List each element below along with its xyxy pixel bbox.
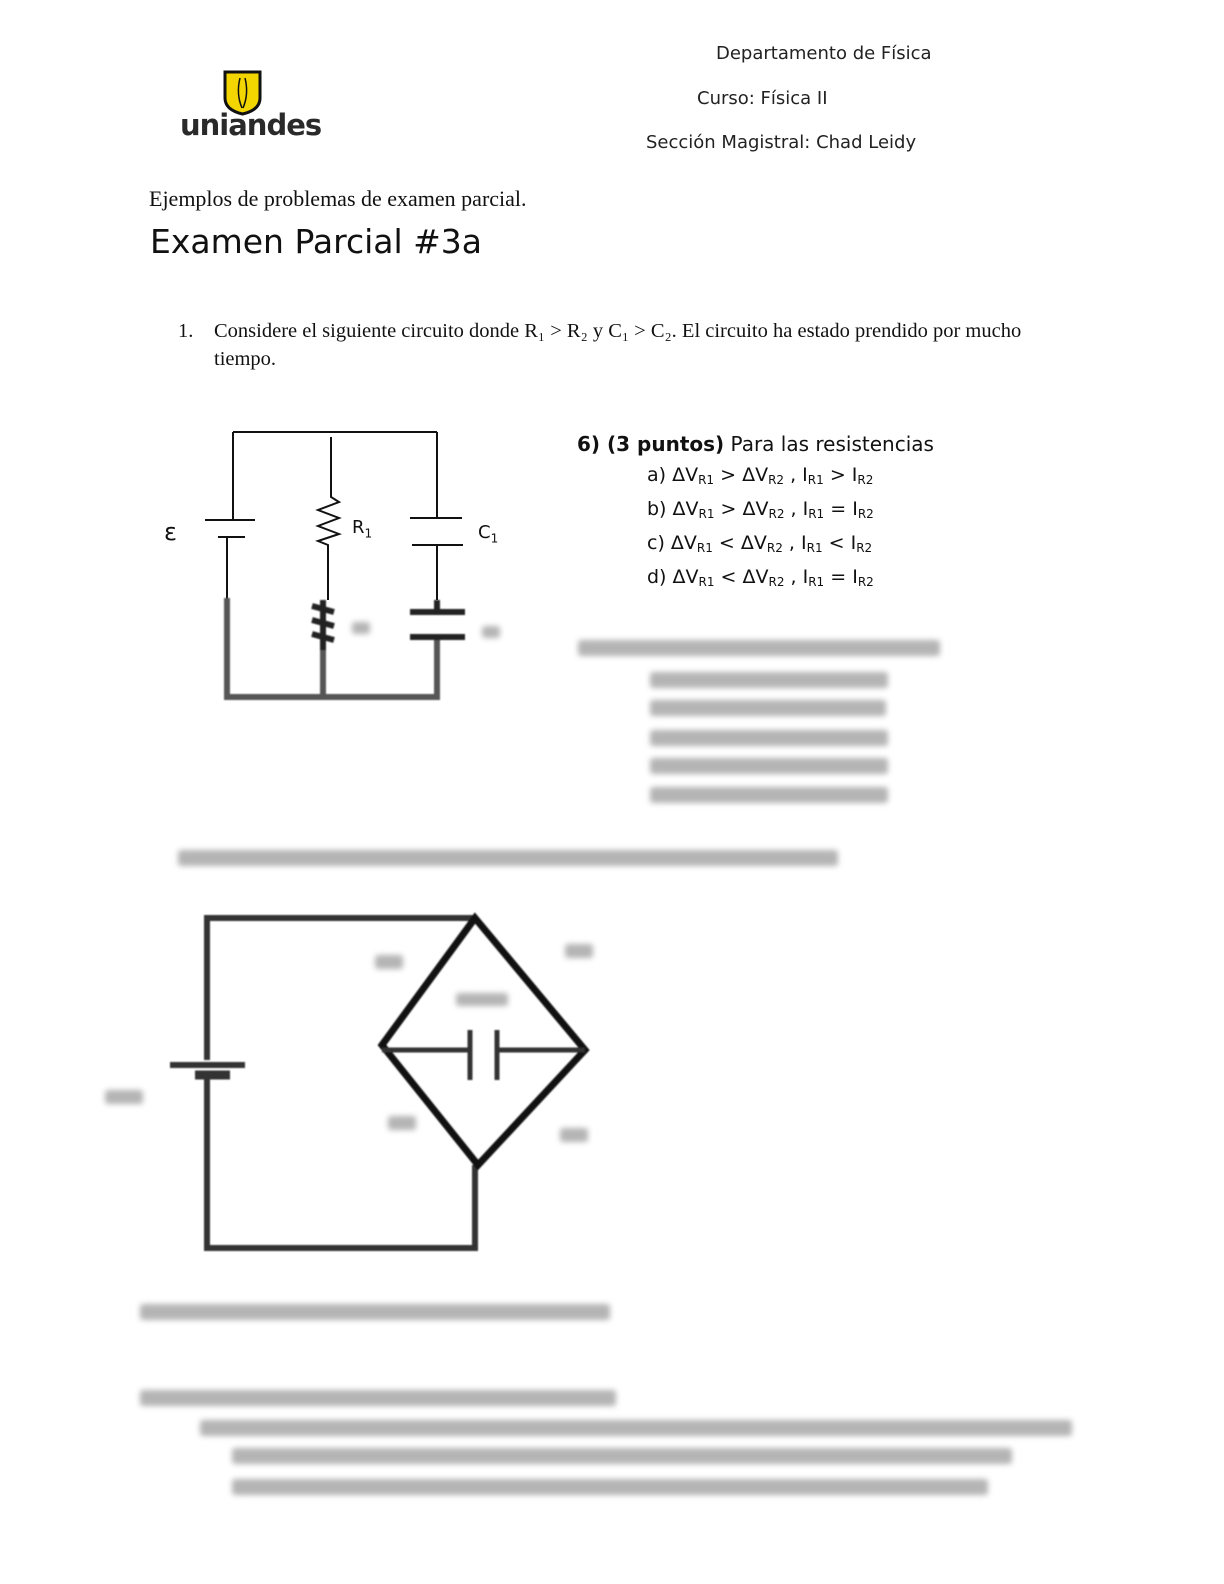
blurred-question-2	[178, 850, 838, 866]
option-subscript: R1	[696, 541, 713, 555]
blurred-voltage-label	[105, 1090, 143, 1104]
option-subscript: R1	[806, 541, 823, 555]
answer-option: b) ΔVR1 > ΔVR2 , IR1 = IR2	[647, 495, 874, 529]
option-subscript: R2	[857, 575, 874, 589]
option-text: , I	[784, 498, 809, 520]
r1-sub: 1	[364, 526, 373, 541]
emf-label: ε	[164, 518, 177, 546]
option-text: , I	[782, 532, 807, 554]
blurred-text	[200, 1420, 1072, 1436]
answer-option: a) ΔVR1 > ΔVR2 , IR1 > IR2	[647, 461, 874, 495]
shield-icon	[223, 70, 262, 116]
option-text: < ΔV	[714, 566, 769, 588]
department: Departamento de Física	[716, 43, 932, 64]
blurred-option	[650, 730, 888, 746]
option-subscript: R1	[807, 473, 824, 487]
wire	[204, 915, 478, 1251]
blurred-resistor-label	[565, 944, 593, 958]
option-subscript: R1	[698, 473, 715, 487]
option-subscript: R1	[808, 575, 825, 589]
option-text: d) ΔV	[647, 566, 699, 588]
c1-letter: C	[478, 522, 491, 543]
answer-option: d) ΔVR1 < ΔVR2 , IR1 = IR2	[647, 563, 874, 597]
blurred-option	[650, 700, 886, 716]
course: Curso: Física II	[697, 88, 828, 109]
option-subscript: R2	[856, 541, 873, 555]
option-text: , I	[784, 566, 809, 588]
option-subscript: R2	[768, 507, 785, 521]
blurred-text	[232, 1448, 1012, 1464]
question-number: 1.	[178, 320, 194, 342]
r1-label: R1	[352, 517, 372, 541]
option-text: = I	[824, 566, 858, 588]
blurred-option	[650, 672, 888, 688]
r1-letter: R	[352, 517, 365, 538]
c1-label: C1	[478, 522, 498, 546]
question-6-points: 6) (3 puntos)	[577, 432, 725, 456]
bottom-wire	[224, 598, 440, 700]
blurred-text	[232, 1479, 988, 1495]
blurred-option	[650, 758, 888, 774]
answer-option: c) ΔVR1 < ΔVR2 , IR1 < IR2	[647, 529, 874, 563]
capacitor-c1-symbol	[410, 432, 463, 600]
uniandes-logo: uniandes	[180, 68, 322, 143]
option-text: < ΔV	[712, 532, 767, 554]
question-6: 6) (3 puntos) Para las resistencias	[577, 432, 934, 456]
option-subscript: R2	[768, 473, 785, 487]
option-subscript: R2	[768, 575, 785, 589]
option-subscript: R2	[766, 541, 783, 555]
resistor-bridge	[377, 912, 590, 1171]
capacitor-c2-symbol	[410, 600, 465, 640]
option-subscript: R2	[857, 507, 874, 521]
blurred-resistor-label	[560, 1128, 588, 1142]
blurred-resistor-label	[375, 955, 403, 969]
question-1: 1. Considere el siguiente circuito donde…	[178, 317, 1078, 373]
section: Sección Magistral: Chad Leidy	[646, 132, 917, 153]
option-subscript: R1	[698, 507, 715, 521]
question-6-text: Para las resistencias	[724, 432, 934, 456]
option-subscript: R1	[698, 575, 715, 589]
c2-label-blurred	[482, 626, 500, 638]
option-text: , I	[784, 464, 808, 486]
option-text: a) ΔV	[647, 464, 699, 486]
option-text: c) ΔV	[647, 532, 697, 554]
blurred-question-7	[578, 640, 940, 656]
option-subscript: R2	[857, 473, 874, 487]
option-text: > ΔV	[714, 498, 769, 520]
blurred-resistor-label	[388, 1116, 416, 1130]
question-text: Considere el siguiente circuito donde R₁…	[214, 320, 1022, 370]
c1-sub: 1	[490, 531, 499, 546]
battery-symbol	[205, 432, 255, 600]
option-text: > I	[823, 464, 858, 486]
r2-label-blurred	[352, 622, 370, 634]
logo-text: uniandes	[180, 108, 322, 142]
option-text: > ΔV	[714, 464, 769, 486]
resistor-r2-symbol	[311, 600, 335, 650]
option-text: b) ΔV	[647, 498, 699, 520]
page-title: Examen Parcial #3a	[150, 222, 482, 261]
option-text: = I	[824, 498, 858, 520]
blurred-text	[140, 1390, 616, 1406]
blurred-text	[140, 1304, 610, 1320]
capacitor-symbol	[467, 1030, 500, 1080]
blurred-option	[650, 787, 888, 803]
option-text: < I	[822, 532, 857, 554]
blurred-capacitor-label	[456, 993, 508, 1006]
option-subscript: R1	[808, 507, 825, 521]
subtitle: Ejemplos de problemas de examen parcial.	[149, 186, 527, 211]
resistor-r1-symbol	[315, 437, 342, 600]
